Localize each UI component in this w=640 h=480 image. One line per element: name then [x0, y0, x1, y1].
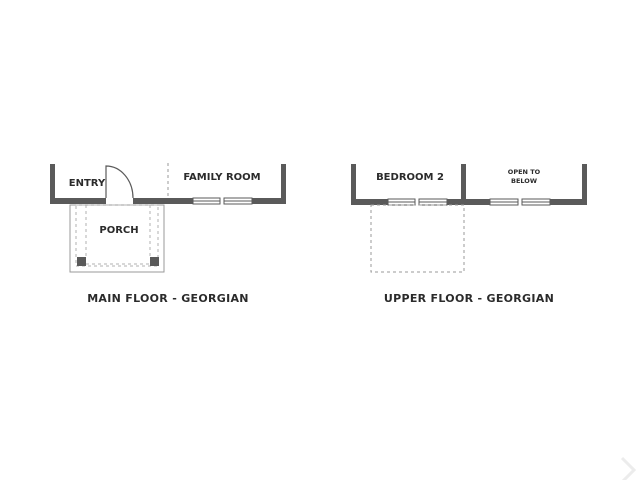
upper-right-wall: [582, 164, 587, 205]
main-window-2: [223, 197, 253, 205]
main-left-wall: [50, 164, 55, 204]
upper-left-wall: [351, 164, 356, 205]
upper-window-3: [489, 198, 519, 206]
room-label-bedroom-2: BEDROOM 2: [376, 172, 444, 183]
upper-window-4: [521, 198, 551, 206]
upper-front-wall-1: [351, 199, 388, 205]
porch-column-left: [77, 257, 86, 266]
upper-divider-wall: [461, 164, 466, 205]
room-label-below: BELOW: [511, 177, 537, 185]
porch-outline: [69, 204, 165, 273]
entry-door-swing: [105, 165, 134, 199]
corner-chevron-icon: [620, 456, 637, 480]
upper-floor-caption: UPPER FLOOR - GEORGIAN: [384, 292, 554, 305]
main-right-wall: [281, 164, 286, 204]
room-label-family-room: FAMILY ROOM: [183, 172, 260, 183]
porch-column-right: [150, 257, 159, 266]
upper-front-wall-3: [550, 199, 587, 205]
main-floor-caption: MAIN FLOOR - GEORGIAN: [87, 292, 249, 305]
main-front-wall-mid: [133, 198, 193, 204]
main-floor-plan: ENTRY FAMILY ROOM PORCH MAIN FLOOR - GEO…: [50, 163, 286, 305]
upper-floor-plan: BEDROOM 2 OPEN TO BELOW UPPER FLOOR - GE…: [351, 164, 587, 305]
porch-roof-outline: [370, 204, 465, 273]
upper-window-2: [418, 198, 448, 206]
main-front-wall-left: [50, 198, 106, 204]
room-label-open-to: OPEN TO: [508, 168, 541, 176]
room-label-entry: ENTRY: [69, 178, 106, 189]
upper-front-wall-2: [447, 199, 490, 205]
upper-window-1: [387, 198, 416, 206]
room-label-porch: PORCH: [99, 225, 138, 236]
main-front-wall-right: [252, 198, 286, 204]
main-window-1: [192, 197, 221, 205]
